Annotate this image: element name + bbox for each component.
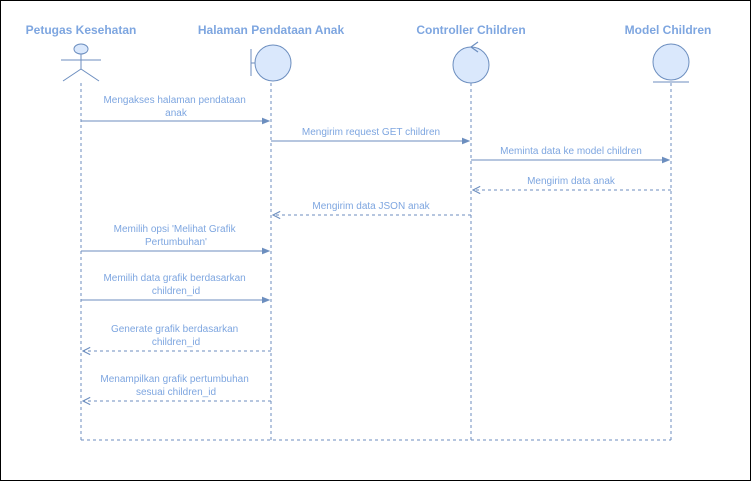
- message-label: Memilih data grafik berdasarkan children…: [103, 273, 248, 297]
- message-label: Mengirim data anak: [527, 176, 616, 187]
- message-1: Mengakses halaman pendataan anak: [81, 95, 269, 121]
- entity-icon: [652, 43, 690, 83]
- message-label: Mengirim request GET children: [302, 127, 440, 138]
- message-5: Mengirim data JSON anak: [273, 201, 471, 215]
- message-label: Mengirim data JSON anak: [312, 201, 430, 212]
- message-label: Menampilkan grafik pertumbuhan sesuai ch…: [100, 374, 251, 398]
- message-9: Menampilkan grafik pertumbuhan sesuai ch…: [83, 374, 271, 401]
- message-6: Memilih opsi 'Melihat Grafik Pertumbuhan…: [81, 224, 269, 251]
- participant-label-controller: Controller Children: [416, 23, 525, 37]
- message-2: Mengirim request GET children: [271, 127, 469, 141]
- boundary-icon: [250, 44, 292, 82]
- participant-label-model: Model Children: [625, 23, 712, 37]
- control-icon: [452, 41, 490, 84]
- message-8: Generate grafik berdasarkan children_id: [83, 324, 271, 351]
- message-label: Mengakses halaman pendataan anak: [103, 95, 248, 119]
- message-7: Memilih data grafik berdasarkan children…: [81, 273, 269, 300]
- participant-label-petugas: Petugas Kesehatan: [26, 23, 137, 37]
- actor-icon: [61, 43, 101, 82]
- message-3: Meminta data ke model children: [471, 146, 669, 160]
- message-label: Memilih opsi 'Melihat Grafik Pertumbuhan…: [114, 224, 239, 248]
- participant-label-halaman: Halaman Pendataan Anak: [198, 23, 345, 37]
- message-label: Generate grafik berdasarkan children_id: [111, 324, 241, 348]
- message-4: Mengirim data anak: [473, 176, 671, 190]
- message-label: Meminta data ke model children: [500, 146, 642, 157]
